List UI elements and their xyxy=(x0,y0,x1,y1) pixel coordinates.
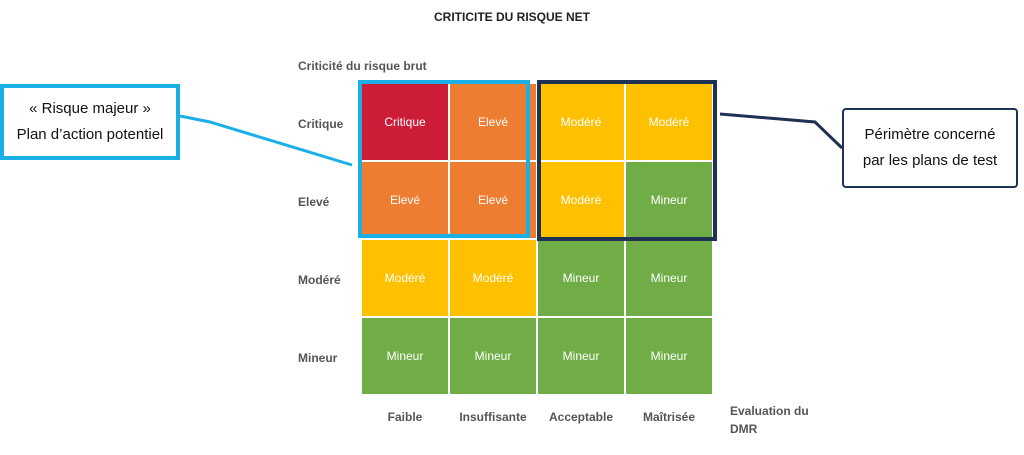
matrix-cell: Mineur xyxy=(538,240,624,316)
right-connector xyxy=(719,112,844,150)
major-risk-callout-line2: Plan d’action potentiel xyxy=(16,126,164,143)
row-label-mineur: Mineur xyxy=(298,351,338,365)
test-scope-callout-line2: par les plans de test xyxy=(862,152,998,169)
col-label-faible: Faible xyxy=(387,410,423,424)
matrix-cell: Mineur xyxy=(626,318,712,394)
row-label-modere: Modéré xyxy=(298,273,341,287)
major-risk-callout: « Risque majeur » Plan d’action potentie… xyxy=(0,84,180,160)
row-label-eleve: Elevé xyxy=(298,195,330,209)
matrix-cell: Mineur xyxy=(538,318,624,394)
left-connector xyxy=(179,114,353,167)
matrix-cell: Mineur xyxy=(362,318,448,394)
matrix-cell: Modéré xyxy=(538,84,624,160)
x-axis-title: Evaluation du DMR xyxy=(730,402,840,438)
major-risk-callout-line1: « Risque majeur » xyxy=(29,100,151,117)
matrix-cell: Elevé xyxy=(362,162,448,238)
matrix-cell: Modéré xyxy=(626,84,712,160)
matrix-cell: Modéré xyxy=(362,240,448,316)
matrix-cell: Mineur xyxy=(626,240,712,316)
col-label-acceptable: Acceptable xyxy=(548,410,614,424)
matrix-cell: Mineur xyxy=(626,162,712,238)
page-title: CRITICITE DU RISQUE NET xyxy=(433,10,590,24)
matrix-cell: Critique xyxy=(362,84,448,160)
test-scope-callout-line1: Périmètre concerné xyxy=(864,126,996,143)
x-axis-title-line1: Evaluation du xyxy=(730,404,809,418)
x-axis-title-line2: DMR xyxy=(730,422,758,436)
col-label-maitrisee: Maîtrisée xyxy=(642,410,696,424)
row-label-critique: Critique xyxy=(298,117,344,131)
matrix-cell: Modéré xyxy=(538,162,624,238)
y-axis-title: Criticité du risque brut xyxy=(298,59,427,73)
test-scope-callout: Périmètre concerné par les plans de test xyxy=(842,108,1018,188)
matrix-cell: Elevé xyxy=(450,84,536,160)
matrix-cell: Mineur xyxy=(450,318,536,394)
matrix-cell: Elevé xyxy=(450,162,536,238)
matrix-cell: Modéré xyxy=(450,240,536,316)
col-label-insuffisante: Insuffisante xyxy=(459,410,527,424)
